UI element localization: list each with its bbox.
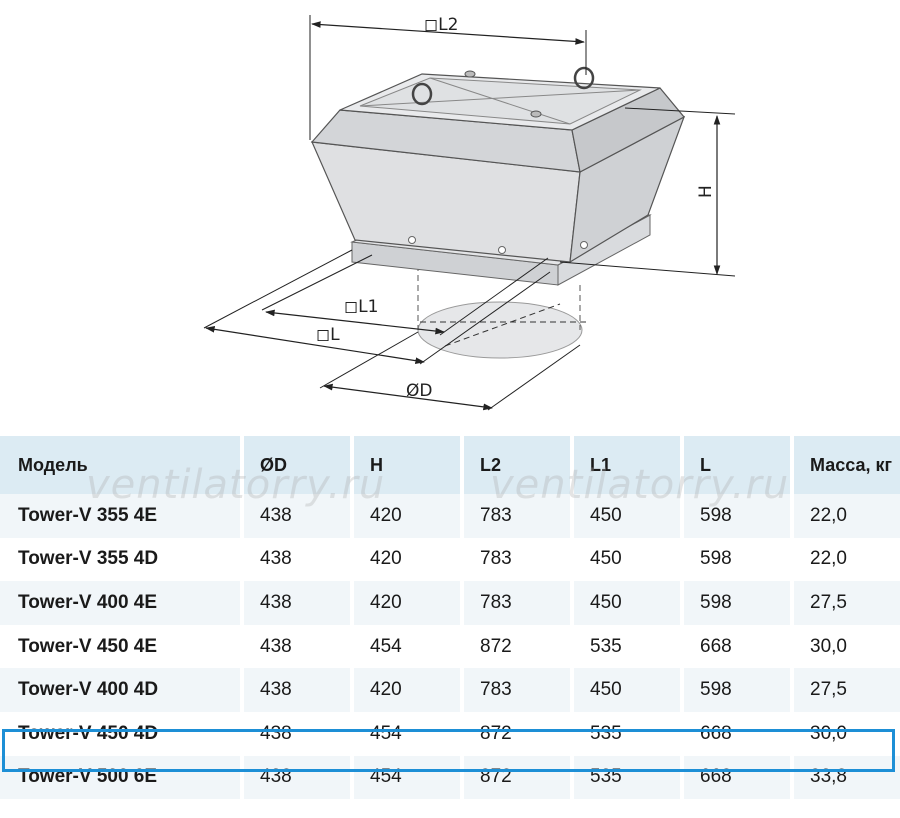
cell-l: 598 [680,494,790,538]
cell-l1: 450 [570,537,680,582]
cell-model: Tower-V 355 4D [0,537,240,582]
cell-l1: 535 [570,755,680,800]
table-row-highlighted: Tower-V 450 4D 438 454 872 535 668 30,0 [0,711,900,756]
fan-dimension-drawing: ◻L2 H ◻L1 ◻L ØD [203,15,736,411]
header-model: Модель [0,436,240,494]
header-l: L [680,436,790,494]
dimension-d: ØD [319,331,581,411]
cell-l1: 535 [570,711,680,756]
cell-mass: 33,8 [790,755,900,800]
cell-mass: 30,0 [790,624,900,669]
cell-diameter: 438 [240,755,350,800]
cell-l2: 783 [460,581,570,625]
cell-l2: 783 [460,668,570,712]
cell-l2: 872 [460,711,570,756]
fan-housing [310,66,686,286]
cell-l1: 450 [570,581,680,625]
cell-mass: 22,0 [790,537,900,582]
header-l2: L2 [460,436,570,494]
cell-mass: 27,5 [790,581,900,625]
cell-model: Tower-V 400 4E [0,581,240,625]
cell-height: 420 [350,581,460,625]
cell-diameter: 438 [240,581,350,625]
cell-model: Tower-V 450 4E [0,624,240,669]
cell-l: 668 [680,711,790,756]
cell-height: 454 [350,755,460,800]
table-row: Tower-V 400 4E 438 420 783 450 598 27,5 [0,581,900,625]
cell-l1: 450 [570,494,680,538]
cell-mass: 22,0 [790,494,900,538]
table-header-row: Модель ØD H L2 L1 L Масса, кг [0,436,900,494]
cell-diameter: 438 [240,711,350,756]
cell-l1: 450 [570,668,680,712]
table-row: Tower-V 355 4D 438 420 783 450 598 22,0 [0,537,900,582]
dimension-l2-label: ◻L2 [424,15,458,35]
cell-l: 598 [680,537,790,582]
cell-model: Tower-V 355 4E [0,494,240,538]
dimension-h: H [559,107,736,277]
dimension-d-label: ØD [406,381,432,401]
duct-circle [417,265,590,359]
cell-l2: 783 [460,537,570,582]
cell-model: Tower-V 450 4D [0,711,240,756]
cell-height: 454 [350,711,460,756]
cell-mass: 27,5 [790,668,900,712]
cell-model: Tower-V 500 6E [0,755,240,800]
dimension-h-label: H [696,185,716,198]
cell-l2: 783 [460,494,570,538]
dimension-l-label: ◻L [316,325,340,345]
cell-model: Tower-V 400 4D [0,668,240,712]
cell-height: 454 [350,624,460,669]
cell-l2: 872 [460,624,570,669]
table-row: Tower-V 400 4D 438 420 783 450 598 27,5 [0,668,900,712]
cell-l: 598 [680,581,790,625]
header-diameter: ØD [240,436,350,494]
table-row: Tower-V 450 4E 438 454 872 535 668 30,0 [0,624,900,669]
header-mass: Масса, кг [790,436,900,494]
dimension-l1-label: ◻L1 [344,297,378,317]
cell-l1: 535 [570,624,680,669]
specifications-table: Модель ØD H L2 L1 L Масса, кг Tower-V 35… [0,436,900,800]
cell-diameter: 438 [240,494,350,538]
cell-height: 420 [350,494,460,538]
table-row: Tower-V 500 6E 438 454 872 535 668 33,8 [0,755,900,800]
dimension-l: ◻L [203,249,551,365]
cell-l2: 872 [460,755,570,800]
header-l1: L1 [570,436,680,494]
dimension-l2: ◻L2 [309,15,587,140]
table-row: Tower-V 355 4E 438 420 783 450 598 22,0 [0,494,900,538]
cell-l: 598 [680,668,790,712]
cell-diameter: 438 [240,537,350,582]
cell-height: 420 [350,668,460,712]
cell-height: 420 [350,537,460,582]
header-height: H [350,436,460,494]
cell-diameter: 438 [240,668,350,712]
cell-l: 668 [680,755,790,800]
cell-l: 668 [680,624,790,669]
cell-diameter: 438 [240,624,350,669]
dimension-l1: ◻L1 [261,254,549,336]
cell-mass: 30,0 [790,711,900,756]
